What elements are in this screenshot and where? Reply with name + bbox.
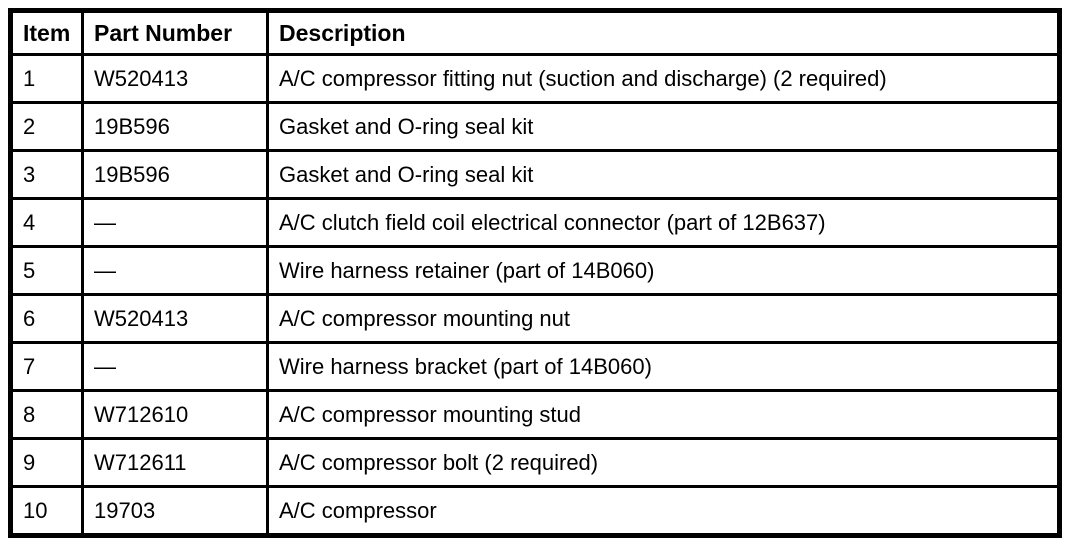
col-header-part-number: Part Number	[81, 9, 269, 56]
item-cell: 3	[9, 149, 84, 200]
item-cell: 8	[9, 389, 84, 440]
part-number-cell: W520413	[81, 293, 269, 344]
item-cell: 5	[9, 245, 84, 296]
description-cell: A/C compressor fitting nut (suction and …	[266, 53, 1061, 104]
item-cell: 9	[9, 437, 84, 488]
part-number-cell: 19B596	[81, 149, 269, 200]
col-header-item: Item	[9, 9, 84, 56]
description-cell: A/C compressor mounting nut	[266, 293, 1061, 344]
part-number-cell: 19B596	[81, 101, 269, 152]
table-row: 5 — Wire harness retainer (part of 14B06…	[9, 245, 1061, 296]
item-cell: 10	[9, 485, 84, 537]
part-number-cell: 19703	[81, 485, 269, 537]
item-cell: 1	[9, 53, 84, 104]
description-cell: Gasket and O-ring seal kit	[266, 149, 1061, 200]
description-cell: A/C clutch field coil electrical connect…	[266, 197, 1061, 248]
table-row: 10 19703 A/C compressor	[9, 485, 1061, 537]
header-row: Item Part Number Description	[9, 9, 1061, 56]
table-row: 6 W520413 A/C compressor mounting nut	[9, 293, 1061, 344]
part-number-cell: —	[81, 245, 269, 296]
col-header-description: Description	[266, 9, 1061, 56]
item-cell: 2	[9, 101, 84, 152]
table-row: 1 W520413 A/C compressor fitting nut (su…	[9, 53, 1061, 104]
part-number-cell: W712610	[81, 389, 269, 440]
description-cell: A/C compressor mounting stud	[266, 389, 1061, 440]
table-row: 9 W712611 A/C compressor bolt (2 require…	[9, 437, 1061, 488]
description-cell: A/C compressor	[266, 485, 1061, 537]
item-cell: 4	[9, 197, 84, 248]
table-row: 7 — Wire harness bracket (part of 14B060…	[9, 341, 1061, 392]
parts-table: Item Part Number Description 1 W520413 A…	[8, 8, 1062, 538]
item-cell: 7	[9, 341, 84, 392]
table-row: 3 19B596 Gasket and O-ring seal kit	[9, 149, 1061, 200]
table-row: 2 19B596 Gasket and O-ring seal kit	[9, 101, 1061, 152]
table-row: 4 — A/C clutch field coil electrical con…	[9, 197, 1061, 248]
table-row: 8 W712610 A/C compressor mounting stud	[9, 389, 1061, 440]
description-cell: Gasket and O-ring seal kit	[266, 101, 1061, 152]
description-cell: Wire harness bracket (part of 14B060)	[266, 341, 1061, 392]
description-cell: A/C compressor bolt (2 required)	[266, 437, 1061, 488]
description-cell: Wire harness retainer (part of 14B060)	[266, 245, 1061, 296]
part-number-cell: —	[81, 341, 269, 392]
item-cell: 6	[9, 293, 84, 344]
part-number-cell: W712611	[81, 437, 269, 488]
part-number-cell: —	[81, 197, 269, 248]
part-number-cell: W520413	[81, 53, 269, 104]
